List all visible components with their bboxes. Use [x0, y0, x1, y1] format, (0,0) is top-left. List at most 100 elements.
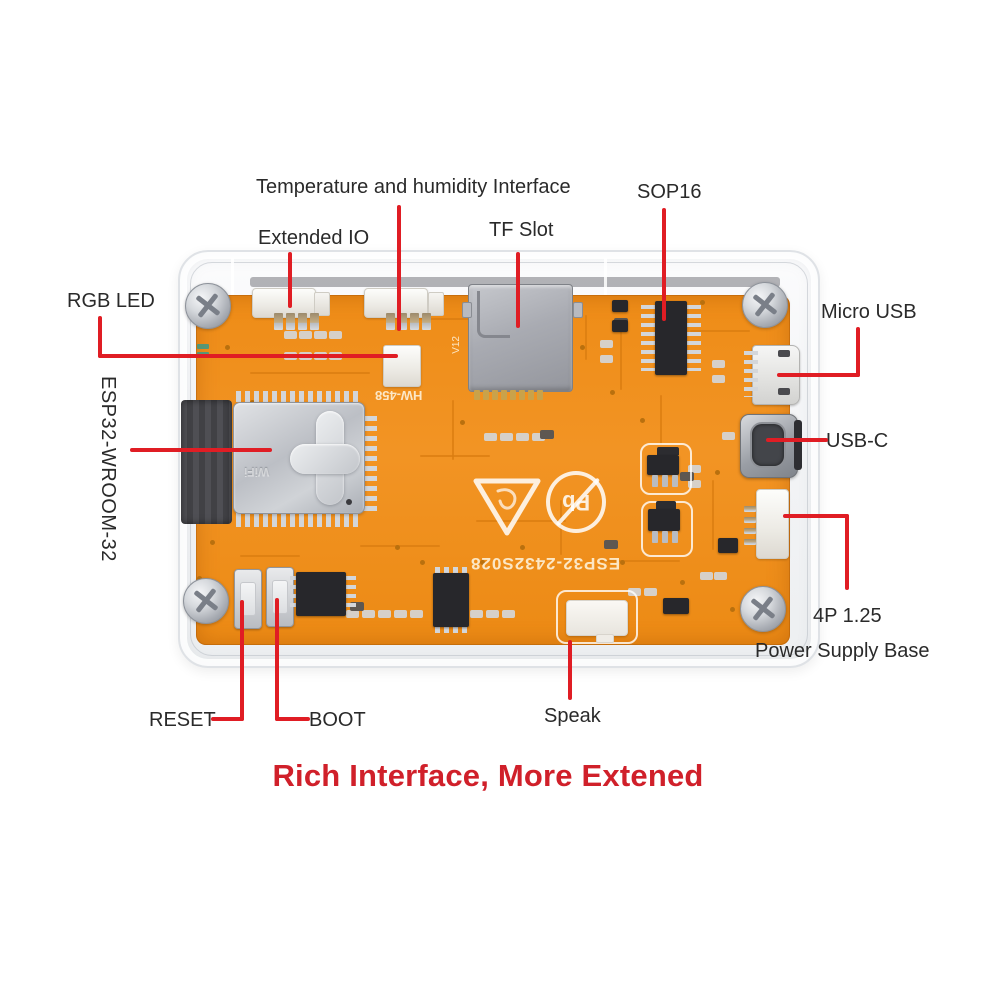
power-4p-connector: [756, 489, 789, 559]
sot223-transistor: [647, 455, 679, 475]
speaker-tab: [596, 634, 614, 643]
pcb-trace: [476, 520, 566, 522]
sot23-transistor: [612, 300, 628, 312]
sot23-transistor: [612, 320, 628, 332]
silk-model-number: ESP32-2432S028: [470, 554, 621, 573]
esp32-display-board: WiFi HW-458 E: [178, 250, 820, 668]
esp32-pins-right: [363, 416, 377, 512]
corner-screw-icon: [185, 283, 231, 329]
connector-pin: [422, 313, 431, 330]
pcb-trace: [420, 455, 490, 457]
sop16-pins-right: [687, 305, 701, 371]
label-reset: RESET: [149, 709, 216, 731]
leader-extended-io: [288, 252, 292, 308]
esp32-shield: WiFi: [233, 402, 365, 514]
display-edge: [250, 277, 780, 287]
silk-version: V12: [451, 336, 462, 354]
label-power-base: Power Supply Base: [755, 640, 930, 662]
case-reflection: [604, 258, 607, 300]
leader-rgb-led-h: [98, 354, 398, 358]
label-boot: BOOT: [309, 709, 366, 731]
recycle-triangle-icon: [473, 478, 541, 536]
pcb-trace: [360, 545, 440, 547]
label-rgb-led: RGB LED: [67, 290, 155, 312]
via-dots: [225, 345, 230, 350]
connector-pin: [286, 313, 295, 330]
leader-temp-humidity: [397, 205, 401, 331]
speaker-silk-outline: [556, 590, 638, 644]
pcb-trace: [712, 480, 714, 550]
pcb-trace: [600, 560, 680, 562]
transistor-tab: [656, 501, 676, 509]
leader-reset-h: [211, 717, 244, 721]
leader-micro-usb-v: [856, 327, 860, 377]
silk-hw-code: HW-458: [375, 388, 423, 403]
tf-card-slot: [468, 284, 573, 392]
label-esp32-wroom: ESP32-WROOM-32: [97, 376, 119, 562]
transistor-tab: [657, 447, 679, 455]
leader-reset-v: [240, 600, 244, 721]
connector-pin: [410, 313, 419, 330]
case-reflection: [231, 258, 234, 308]
leader-boot-h: [275, 717, 310, 721]
leader-rgb-led-v: [98, 316, 102, 358]
connector-pin: [298, 313, 307, 330]
temp-humidity-connector: [364, 288, 428, 318]
tf-pin: [492, 390, 498, 400]
connector-pin: [744, 528, 756, 534]
usb-c-slot: [794, 420, 802, 470]
transistor-leg: [672, 531, 678, 543]
label-speak: Speak: [544, 705, 601, 727]
tf-pin: [483, 390, 489, 400]
passive-components: [284, 331, 297, 339]
esp32-pins-bottom: [236, 513, 360, 527]
sop16-pins-left: [641, 305, 655, 371]
speaker-connector: [566, 600, 628, 636]
tf-pin: [537, 390, 543, 400]
rgb-led: [383, 345, 421, 387]
label-micro-usb: Micro USB: [821, 301, 917, 323]
connector-pin: [744, 517, 756, 523]
tf-pin: [519, 390, 525, 400]
reset-button: [234, 569, 262, 629]
esp32-pins-top: [236, 391, 360, 402]
corner-screw-icon: [742, 282, 788, 328]
ic-pins: [435, 567, 467, 573]
connector-pin: [274, 313, 283, 330]
pcb-trace: [620, 330, 622, 390]
pcb-trace: [452, 400, 454, 460]
silkscreen-mark: [197, 344, 209, 349]
pb-text: Pb: [561, 490, 591, 515]
sot223-transistor: [648, 509, 680, 531]
label-sop16: SOP16: [637, 181, 702, 203]
tf-pin: [528, 390, 534, 400]
label-power-4p: 4P 1.25: [813, 605, 882, 627]
sot23-transistor: [718, 538, 738, 553]
connector-bracket: [428, 292, 444, 316]
wifi-emboss-label: WiFi: [244, 465, 270, 479]
label-extended-io: Extended IO: [258, 227, 370, 249]
transistor-leg: [672, 475, 678, 487]
leader-4p-v: [845, 514, 849, 590]
leader-tf-slot: [516, 252, 520, 328]
pcb-trace: [240, 555, 300, 557]
esp32-antenna: [181, 400, 232, 524]
connector-bracket: [314, 292, 330, 316]
leader-4p-h: [783, 514, 849, 518]
pcb-trace: [250, 372, 370, 374]
connector-pin: [386, 313, 395, 330]
slogan-text: Rich Interface, More Extened: [272, 758, 704, 793]
dark-passive-components: [350, 602, 364, 611]
tf-pin: [510, 390, 516, 400]
silk-outline: [640, 443, 692, 495]
sot23-transistor: [663, 598, 689, 614]
leader-sop16: [662, 208, 666, 321]
ic-pins: [435, 627, 467, 633]
pb-free-icon: Pb: [546, 471, 606, 533]
micro-usb-pins: [744, 351, 758, 397]
pcb-trace: [660, 395, 662, 445]
soic8-ic: [433, 573, 469, 627]
pin1-dot: [346, 499, 352, 505]
micro-usb-detail: [778, 388, 790, 395]
